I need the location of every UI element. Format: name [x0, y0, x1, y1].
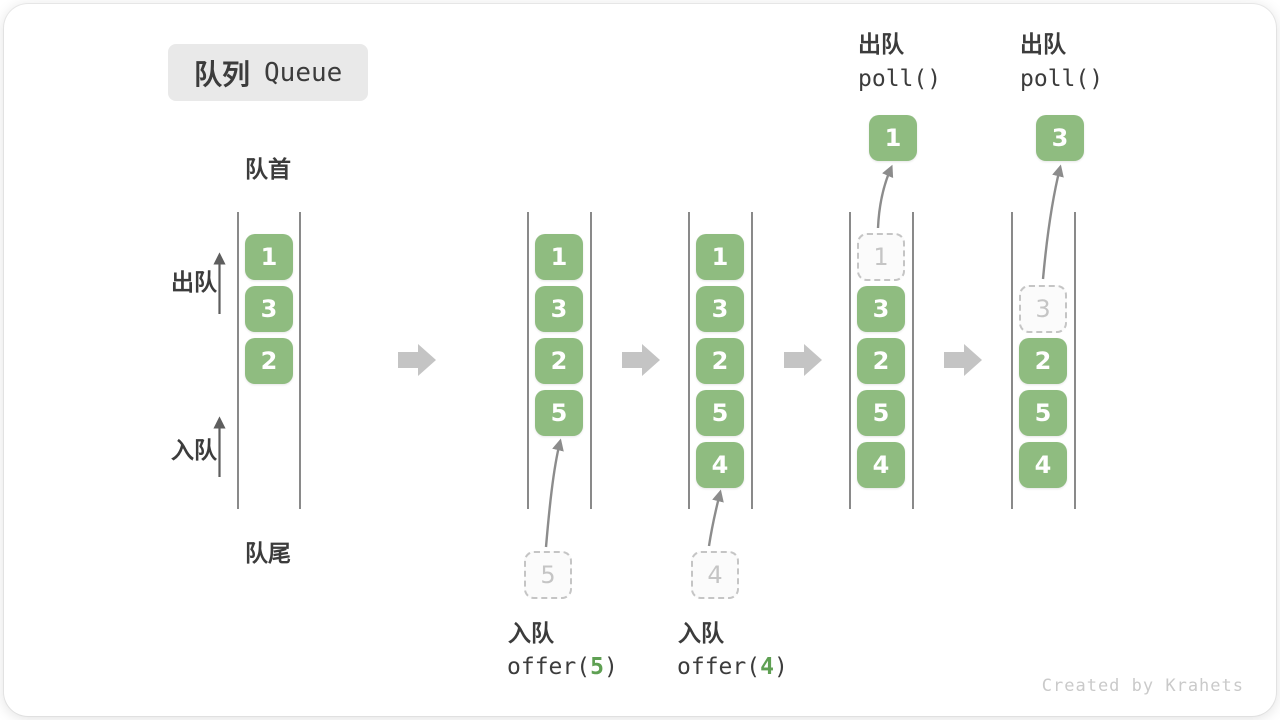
watermark: Created by Krahets	[1041, 676, 1244, 696]
dequeue-op-code: poll()	[858, 66, 942, 92]
enqueue-op-code: offer(4)	[677, 652, 788, 682]
queue-cell: 3	[857, 286, 905, 332]
code-fn: offer(	[677, 654, 761, 680]
dequeued-ghost-cell: 3	[1019, 285, 1067, 333]
right-block-arrow-icon	[398, 344, 436, 376]
queue-front-label: 队首	[245, 157, 291, 183]
queue-cell: 4	[696, 442, 744, 488]
code-arg: 5	[590, 654, 604, 680]
queue-cell: 5	[1019, 390, 1067, 436]
queue-cell: 2	[245, 338, 293, 384]
right-block-arrow-icon	[622, 344, 660, 376]
queue-cell: 5	[535, 390, 583, 436]
queue-cell: 2	[535, 338, 583, 384]
enqueue-side-label: 入队	[171, 438, 217, 464]
enqueue-5-arrow-icon	[544, 438, 564, 548]
code-close: )	[773, 654, 788, 680]
title-zh: 队列	[194, 57, 251, 91]
dequeue-op-label: 出队	[1020, 32, 1066, 58]
queue-cell: 2	[857, 338, 905, 384]
code-close: )	[603, 654, 618, 680]
queue-cell: 3	[696, 286, 744, 332]
right-block-arrow-icon	[944, 344, 982, 376]
enqueue-4-arrow-icon	[707, 489, 724, 547]
queue-cell: 1	[535, 234, 583, 280]
queue-cell: 5	[696, 390, 744, 436]
dequeued-out-cell: 1	[869, 115, 917, 161]
title-badge: 队列 Queue	[168, 44, 369, 101]
queue-cell: 4	[1019, 442, 1067, 488]
queue-rear-label: 队尾	[245, 541, 291, 567]
dequeue-op-code: poll()	[1020, 66, 1104, 92]
dequeue-op-label: 出队	[858, 32, 904, 58]
queue-cell: 1	[245, 234, 293, 280]
queue-cell: 4	[857, 442, 905, 488]
poll-3-arrow-icon	[1041, 164, 1064, 280]
queue-cell: 5	[857, 390, 905, 436]
diagram-card: 队列 Queue 队首 队尾 出队 入队 1 3 2 1 3 2 5 5 入队 …	[4, 4, 1276, 716]
queue-walls	[237, 212, 1076, 509]
enqueue-op-label: 入队	[678, 621, 724, 647]
enqueue-op-code: offer(5)	[507, 652, 618, 682]
enqueue-op-label: 入队	[508, 621, 554, 647]
queue-cell: 3	[535, 286, 583, 332]
dequeued-out-cell: 3	[1036, 115, 1084, 161]
code-arg: 4	[760, 654, 774, 680]
poll-1-arrow-icon	[876, 164, 894, 229]
code-fn: offer(	[507, 654, 591, 680]
incoming-ghost-cell: 5	[524, 551, 572, 599]
queue-cell: 1	[696, 234, 744, 280]
incoming-ghost-cell: 4	[691, 551, 739, 599]
dequeue-side-label: 出队	[171, 270, 217, 296]
dequeued-ghost-cell: 1	[857, 233, 905, 281]
diagram-decor-layer	[213, 164, 1076, 548]
queue-cell: 3	[245, 286, 293, 332]
right-block-arrow-icon	[784, 344, 822, 376]
queue-cell: 2	[1019, 338, 1067, 384]
title-en: Queue	[264, 57, 343, 88]
operation-arrows	[544, 164, 1064, 548]
queue-cell: 2	[696, 338, 744, 384]
